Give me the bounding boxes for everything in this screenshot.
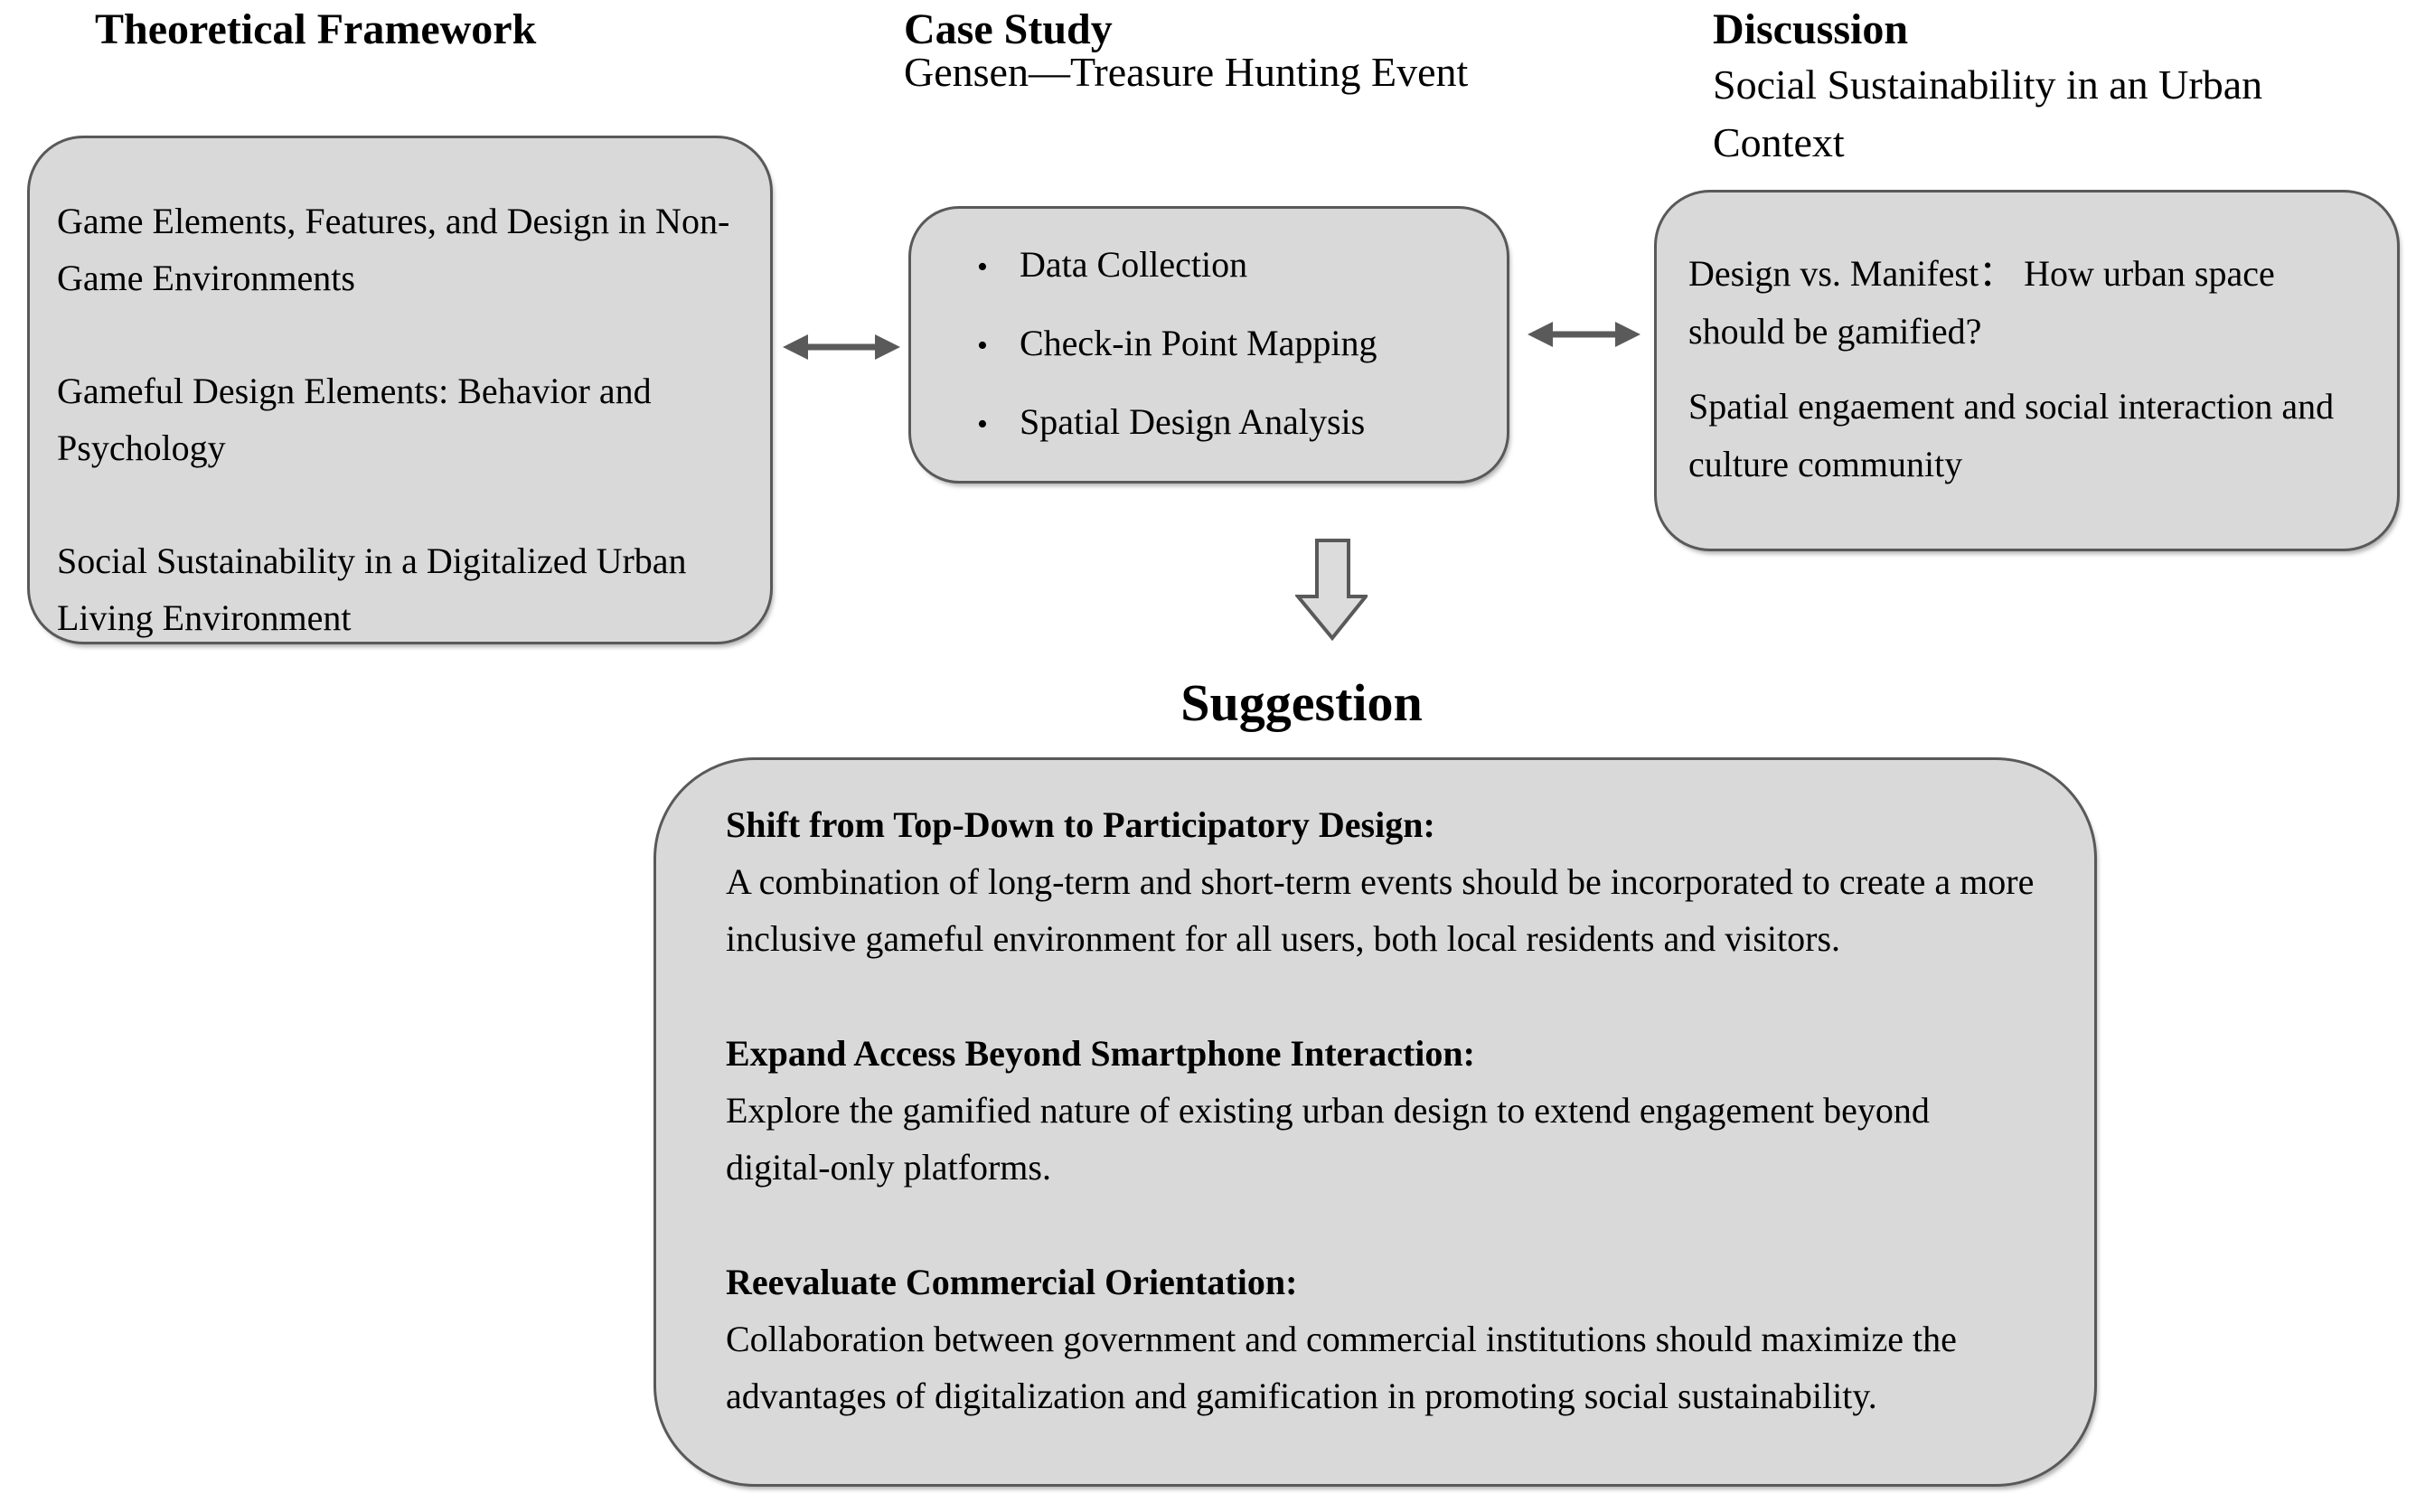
suggestion-section-body: Explore the gamified nature of existing …: [726, 1090, 1930, 1188]
case-study-box: • Data Collection • Check-in Point Mappi…: [908, 206, 1509, 484]
suggestion-section-body: Collaboration between government and com…: [726, 1319, 1957, 1416]
case-study-bullet-item: • Spatial Design Analysis: [977, 393, 1489, 453]
suggestion-section-heading: Expand Access Beyond Smartphone Interact…: [726, 1033, 1475, 1074]
case-study-bullet-item: • Data Collection: [977, 236, 1489, 296]
bullet-icon: •: [977, 250, 988, 284]
bullet-icon: •: [977, 408, 988, 441]
case-study-bullet-item: • Check-in Point Mapping: [977, 315, 1489, 374]
suggestion-section-heading: Reevaluate Commercial Orientation:: [726, 1262, 1298, 1302]
discussion-subtitle: Social Sustainability in an Urban Contex…: [1713, 61, 2263, 165]
bullet-label: Check-in Point Mapping: [1020, 323, 1377, 363]
suggestion-title: Suggestion: [1180, 673, 1423, 732]
double-arrow-icon: [783, 334, 900, 360]
case-study-subtitle: Gensen—Treasure Hunting Event: [904, 49, 1469, 95]
theoretical-framework-box: Game Elements, Features, and Design in N…: [27, 136, 773, 644]
suggestion-section-body: A combination of long-term and short-ter…: [726, 861, 2035, 959]
bullet-label: Spatial Design Analysis: [1020, 401, 1366, 442]
discussion-item: Spatial engaement and social interaction…: [1688, 386, 2335, 484]
case-study-title: Case Study: [904, 5, 1113, 53]
discussion-title: Discussion: [1713, 5, 1909, 53]
bullet-icon: •: [977, 329, 988, 362]
double-arrow-icon: [1528, 322, 1640, 347]
theoretical-item: Game Elements, Features, and Design in N…: [57, 201, 730, 298]
suggestion-section-heading: Shift from Top-Down to Participatory Des…: [726, 804, 1435, 845]
theoretical-framework-title: Theoretical Framework: [95, 5, 537, 53]
suggestion-box: Shift from Top-Down to Participatory Des…: [653, 757, 2097, 1487]
discussion-item: Design vs. Manifest： How urban space sho…: [1688, 253, 2275, 352]
theoretical-item: Gameful Design Elements: Behavior and Ps…: [57, 371, 652, 468]
discussion-box: Design vs. Manifest： How urban space sho…: [1654, 190, 2400, 551]
theoretical-item: Social Sustainability in a Digitalized U…: [57, 540, 687, 638]
down-arrow-icon: [1295, 539, 1368, 641]
bullet-label: Data Collection: [1020, 244, 1248, 285]
